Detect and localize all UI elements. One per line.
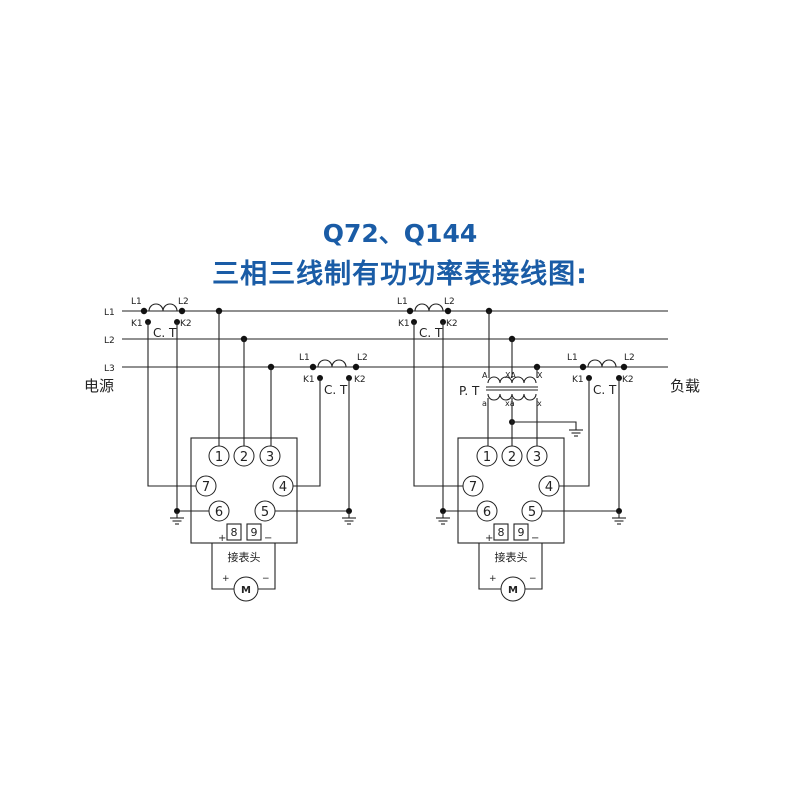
ground-icon xyxy=(569,429,583,437)
meter-plus: + xyxy=(222,574,230,584)
terminal-5: 5 xyxy=(528,505,536,520)
right-terminals xyxy=(462,445,560,522)
right-ct-l1 xyxy=(406,303,452,325)
ct-label: C. T xyxy=(324,383,348,397)
ct-label-l2-out: L2 xyxy=(624,353,635,363)
ct-label-k1: K1 xyxy=(572,375,584,385)
connector-label: 接表头 xyxy=(495,550,528,564)
terminal-4: 4 xyxy=(279,480,287,495)
pt-label-a-primary: A xyxy=(482,371,488,380)
left-wiring xyxy=(147,311,350,512)
meter-plus: + xyxy=(489,574,497,584)
ct-label-l1-in: L1 xyxy=(131,297,142,307)
terminal-1: 1 xyxy=(215,450,223,465)
right-ct-l3 xyxy=(579,359,628,381)
terminal-9: 9 xyxy=(251,526,258,539)
ct-label-l2-out: L2 xyxy=(357,353,368,363)
ct-label-k1: K1 xyxy=(398,319,410,329)
terminal-3: 3 xyxy=(266,450,274,465)
pt-label-a-secondary: a xyxy=(482,399,487,408)
terminal-6: 6 xyxy=(483,505,491,520)
terminal-3: 3 xyxy=(533,450,541,465)
terminal-8: 8 xyxy=(231,526,238,539)
ct-label: C. T xyxy=(593,383,617,397)
meter-minus: − xyxy=(529,574,537,584)
load-label: 负载 xyxy=(670,377,700,395)
left-terminals xyxy=(195,445,294,522)
meter-icon xyxy=(500,576,526,602)
ct-label: C. T xyxy=(419,326,443,340)
ct-label-k2: K2 xyxy=(180,319,192,329)
ct-label: C. T xyxy=(153,326,177,340)
ct-label-l2-out: L2 xyxy=(444,297,455,307)
terminal-6: 6 xyxy=(215,505,223,520)
left-ct-l1 xyxy=(140,303,186,325)
potential-transformer xyxy=(486,376,538,401)
ground-icon xyxy=(436,512,450,525)
line-label-l1: L1 xyxy=(104,308,115,318)
meter-label: M xyxy=(241,585,251,596)
ct-label-k2: K2 xyxy=(622,375,634,385)
ct-label-l1-in: L1 xyxy=(299,353,310,363)
ct-label-k1: K1 xyxy=(131,319,143,329)
connector-label: 接表头 xyxy=(228,550,261,564)
terminal-5: 5 xyxy=(261,505,269,520)
terminal-1: 1 xyxy=(483,450,491,465)
ct-label-l1-in: L1 xyxy=(567,353,578,363)
aux-plus: + xyxy=(485,533,493,544)
terminal-4: 4 xyxy=(545,480,553,495)
terminal-8: 8 xyxy=(498,526,505,539)
ct-label-k1: K1 xyxy=(303,375,315,385)
left-diagram: L1 L2 K1 K2 C. T L1 L2 K1 K2 C. T xyxy=(131,297,368,602)
pt-label-x-primary: X xyxy=(537,371,543,380)
meter-minus: − xyxy=(262,574,270,584)
ct-label-k2: K2 xyxy=(446,319,458,329)
ct-label-l2-out: L2 xyxy=(178,297,189,307)
meter-icon xyxy=(233,576,259,602)
diagram-title-model: Q72、Q144 xyxy=(322,219,478,248)
terminal-7: 7 xyxy=(469,480,477,495)
diagram-title-description: 三相三线制有功功率表接线图: xyxy=(212,259,588,290)
terminal-2: 2 xyxy=(240,450,248,465)
ground-icon xyxy=(612,512,626,525)
terminal-2: 2 xyxy=(508,450,516,465)
aux-minus: − xyxy=(264,533,272,544)
ct-label-l1-in: L1 xyxy=(397,297,408,307)
terminal-7: 7 xyxy=(202,480,210,495)
pt-label-xa-secondary: xa xyxy=(505,399,515,408)
terminal-9: 9 xyxy=(518,526,525,539)
source-label: 电源 xyxy=(84,377,114,395)
ground-icon xyxy=(342,512,356,525)
left-ct-l3 xyxy=(309,359,360,381)
phase-lines xyxy=(122,310,668,368)
right-diagram: L1 L2 K1 K2 C. T L1 L2 K1 K2 C. T xyxy=(397,297,635,602)
ct-label-k2: K2 xyxy=(354,375,366,385)
right-wiring xyxy=(413,311,620,512)
meter-label: M xyxy=(508,585,518,596)
line-label-l2: L2 xyxy=(104,336,115,346)
pt-label-xa-primary: XA xyxy=(505,371,516,380)
aux-minus: − xyxy=(531,533,539,544)
line-label-l3: L3 xyxy=(104,364,115,374)
aux-plus: + xyxy=(218,533,226,544)
ground-icon xyxy=(170,512,184,525)
right-meter-box xyxy=(457,437,565,544)
pt-label-x-secondary: x xyxy=(537,399,542,408)
pt-label: P. T xyxy=(459,384,480,398)
